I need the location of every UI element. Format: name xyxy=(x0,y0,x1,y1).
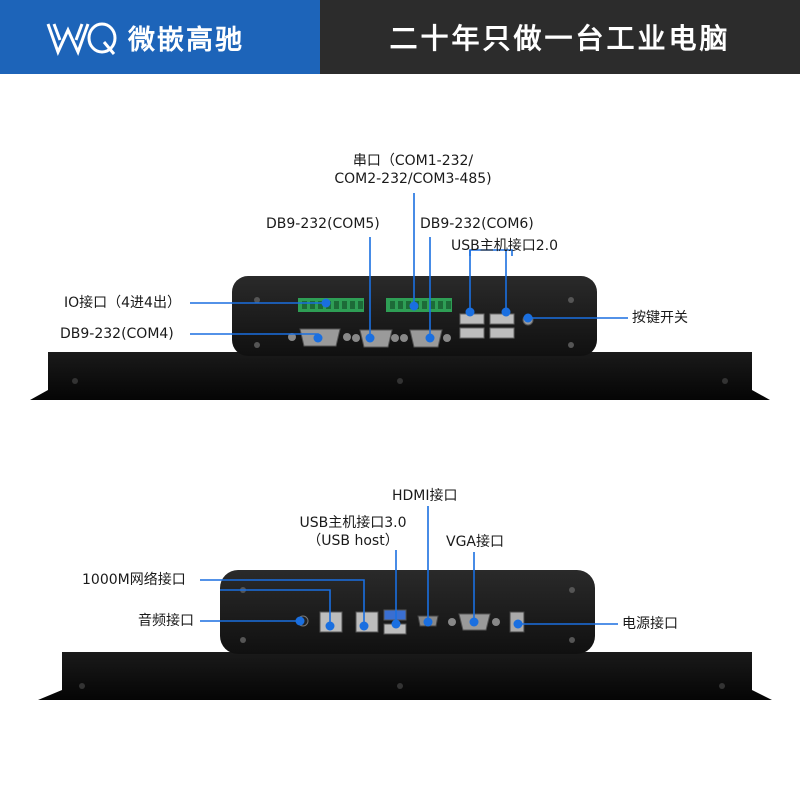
bottom-device-io-panel xyxy=(220,570,595,654)
hdmi-label: HDMI接口 xyxy=(392,488,458,504)
usb20-label: USB主机接口2.0 xyxy=(451,238,559,254)
io-terminal-block-left xyxy=(298,298,364,312)
power-jack-label: 电源接口 xyxy=(622,616,678,632)
screw-hole xyxy=(719,683,725,689)
usb30-label: USB主机接口3.0 （USB host） xyxy=(288,514,418,550)
serial-label-line1: 串口（COM1-232/ xyxy=(352,153,474,169)
slogan-bar: 二十年只做一台工业电脑 xyxy=(320,0,800,74)
header-banner: 微嵌高驰 二十年只做一台工业电脑 xyxy=(0,0,800,74)
brand-name: 微嵌高驰 xyxy=(128,25,244,56)
screw-hole xyxy=(72,378,78,384)
usb30-label-line2: （USB host） xyxy=(307,533,399,549)
db9-com6-label: DB9-232(COM6) xyxy=(420,216,534,232)
bottom-callout-dots xyxy=(295,616,523,631)
io-terminal-block-right xyxy=(386,298,452,312)
top-callout-dots xyxy=(313,298,533,343)
screw-hole xyxy=(240,637,246,643)
usb30-port xyxy=(383,609,407,621)
bottom-device xyxy=(38,570,772,700)
serial-label-line2: COM2-232/COM3-485) xyxy=(334,171,492,187)
screw-hole xyxy=(254,342,260,348)
bottom-callout-lines xyxy=(200,506,618,626)
usb30-label-line1: USB主机接口3.0 xyxy=(299,515,407,531)
wq-logo-icon xyxy=(46,22,117,56)
serial-ports-label: 串口（COM1-232/ COM2-232/COM3-485) xyxy=(318,152,508,188)
db9-com4-label: DB9-232(COM4) xyxy=(60,326,174,342)
audio-label: 音频接口 xyxy=(138,613,194,629)
screw-hole xyxy=(568,342,574,348)
screw-hole xyxy=(569,637,575,643)
brand-block: 微嵌高驰 xyxy=(0,0,320,74)
screw-hole xyxy=(568,297,574,303)
screw-hole xyxy=(254,297,260,303)
slogan-text: 二十年只做一台工业电脑 xyxy=(389,22,731,55)
bottom-device-flange xyxy=(38,652,772,700)
screw-hole xyxy=(722,378,728,384)
screw-hole xyxy=(397,683,403,689)
top-callout-lines xyxy=(190,193,628,338)
vga-label: VGA接口 xyxy=(446,534,505,550)
power-button-label: 按键开关 xyxy=(632,310,688,326)
db9-com5-label: DB9-232(COM5) xyxy=(266,216,380,232)
screw-hole xyxy=(79,683,85,689)
io-label: IO接口（4进4出） xyxy=(64,295,181,311)
screw-hole xyxy=(569,587,575,593)
screw-hole xyxy=(397,378,403,384)
top-device-flange xyxy=(30,352,770,400)
lan-label: 1000M网络接口 xyxy=(82,572,186,588)
